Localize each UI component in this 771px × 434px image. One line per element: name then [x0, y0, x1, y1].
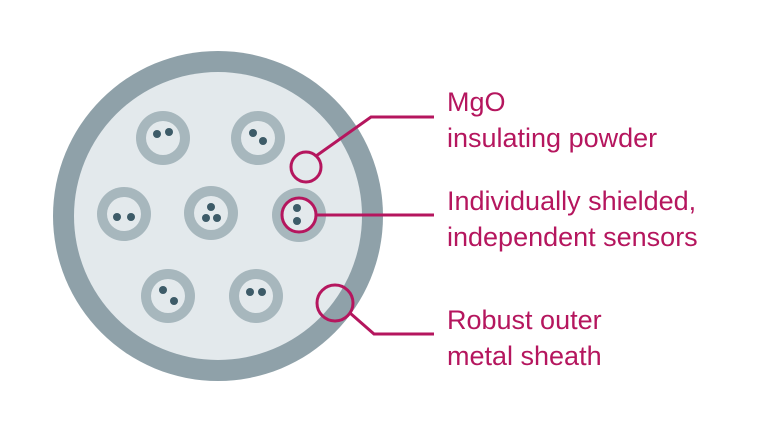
sensor-middle-right-highlighted: [272, 188, 326, 242]
label-sensors-line2: independent sensors: [447, 222, 698, 252]
sensor-bottom-right: [229, 269, 283, 323]
callout-sheath-leader: [349, 311, 434, 336]
label-sheath-line2: metal sheath: [447, 341, 602, 371]
callout-sheath-marker: [315, 283, 355, 323]
label-outer-metal-sheath: Robust outer metal sheath: [447, 302, 602, 374]
label-mgo-line2: insulating powder: [447, 123, 658, 153]
label-shielded-sensors: Individually shielded, independent senso…: [447, 183, 698, 255]
label-sheath-line1: Robust outer: [447, 305, 602, 335]
sensor-bottom-left: [141, 269, 195, 323]
callout-mgo-leader: [315, 115, 434, 158]
callout-sheath: [315, 283, 434, 336]
label-mgo-insulating-powder: MgO insulating powder: [447, 84, 657, 156]
sensor-middle-left: [97, 187, 151, 241]
sensor-top-left: [136, 111, 190, 165]
callout-mgo-marker: [289, 150, 323, 184]
label-sensors-line1: Individually shielded,: [447, 186, 697, 216]
callout-mgo: [289, 115, 434, 184]
callout-sensors: [280, 196, 434, 234]
sensor-top-right: [231, 111, 285, 165]
sensor-center: [184, 186, 238, 240]
label-mgo-line1: MgO: [447, 87, 506, 117]
